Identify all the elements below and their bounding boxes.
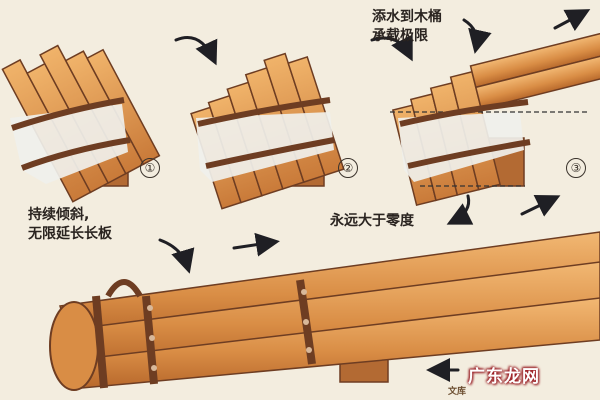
arrow-down-icon [462,18,492,54]
band [399,99,529,127]
arrow-up-right-icon [520,195,561,217]
stave [474,50,600,110]
fill-limit-line-1: 添水到木桶 [372,9,442,25]
fill-limit-line-2: 承载极限 [372,28,428,44]
arrow-right-icon [232,232,280,257]
continuous-tilt-line-2: 无限延长长板 [28,226,112,242]
water [196,112,334,182]
band [205,137,335,169]
arrow-down-left-icon [446,194,474,225]
arrow-right-icon [370,34,413,62]
step-marker-2: ② [338,158,358,178]
step-marker-1: ① [140,158,160,178]
arrow-right-icon [158,238,195,274]
always-above-zero-label: 永远大于零度 [330,213,414,229]
band [197,97,331,127]
watermark-sub: 文库 [448,387,467,397]
band [11,97,125,131]
band [20,137,131,171]
water [398,112,524,182]
arrow-right-icon [174,36,218,66]
step-marker-3: ③ [566,158,586,178]
flow-arrows [158,9,591,382]
rivets [147,289,312,371]
watermark: 广东龙网 [468,367,540,387]
arrow-up-right-icon [553,9,591,32]
barrel-stage-1 [1,44,161,203]
continuous-tilt-line-1: 持续倾斜, [28,207,90,223]
handle-loop [105,279,143,298]
continuous-tilt-label: 持续倾斜, 无限延长长板 [28,206,112,244]
fill-limit-label: 添水到木桶 承载极限 [372,8,442,46]
barrel-stage-3 [390,26,600,207]
extended-barrel [49,231,600,391]
barrel-end [49,301,99,391]
barrel-stage-2 [190,52,345,210]
band [407,139,531,169]
band [92,295,108,389]
